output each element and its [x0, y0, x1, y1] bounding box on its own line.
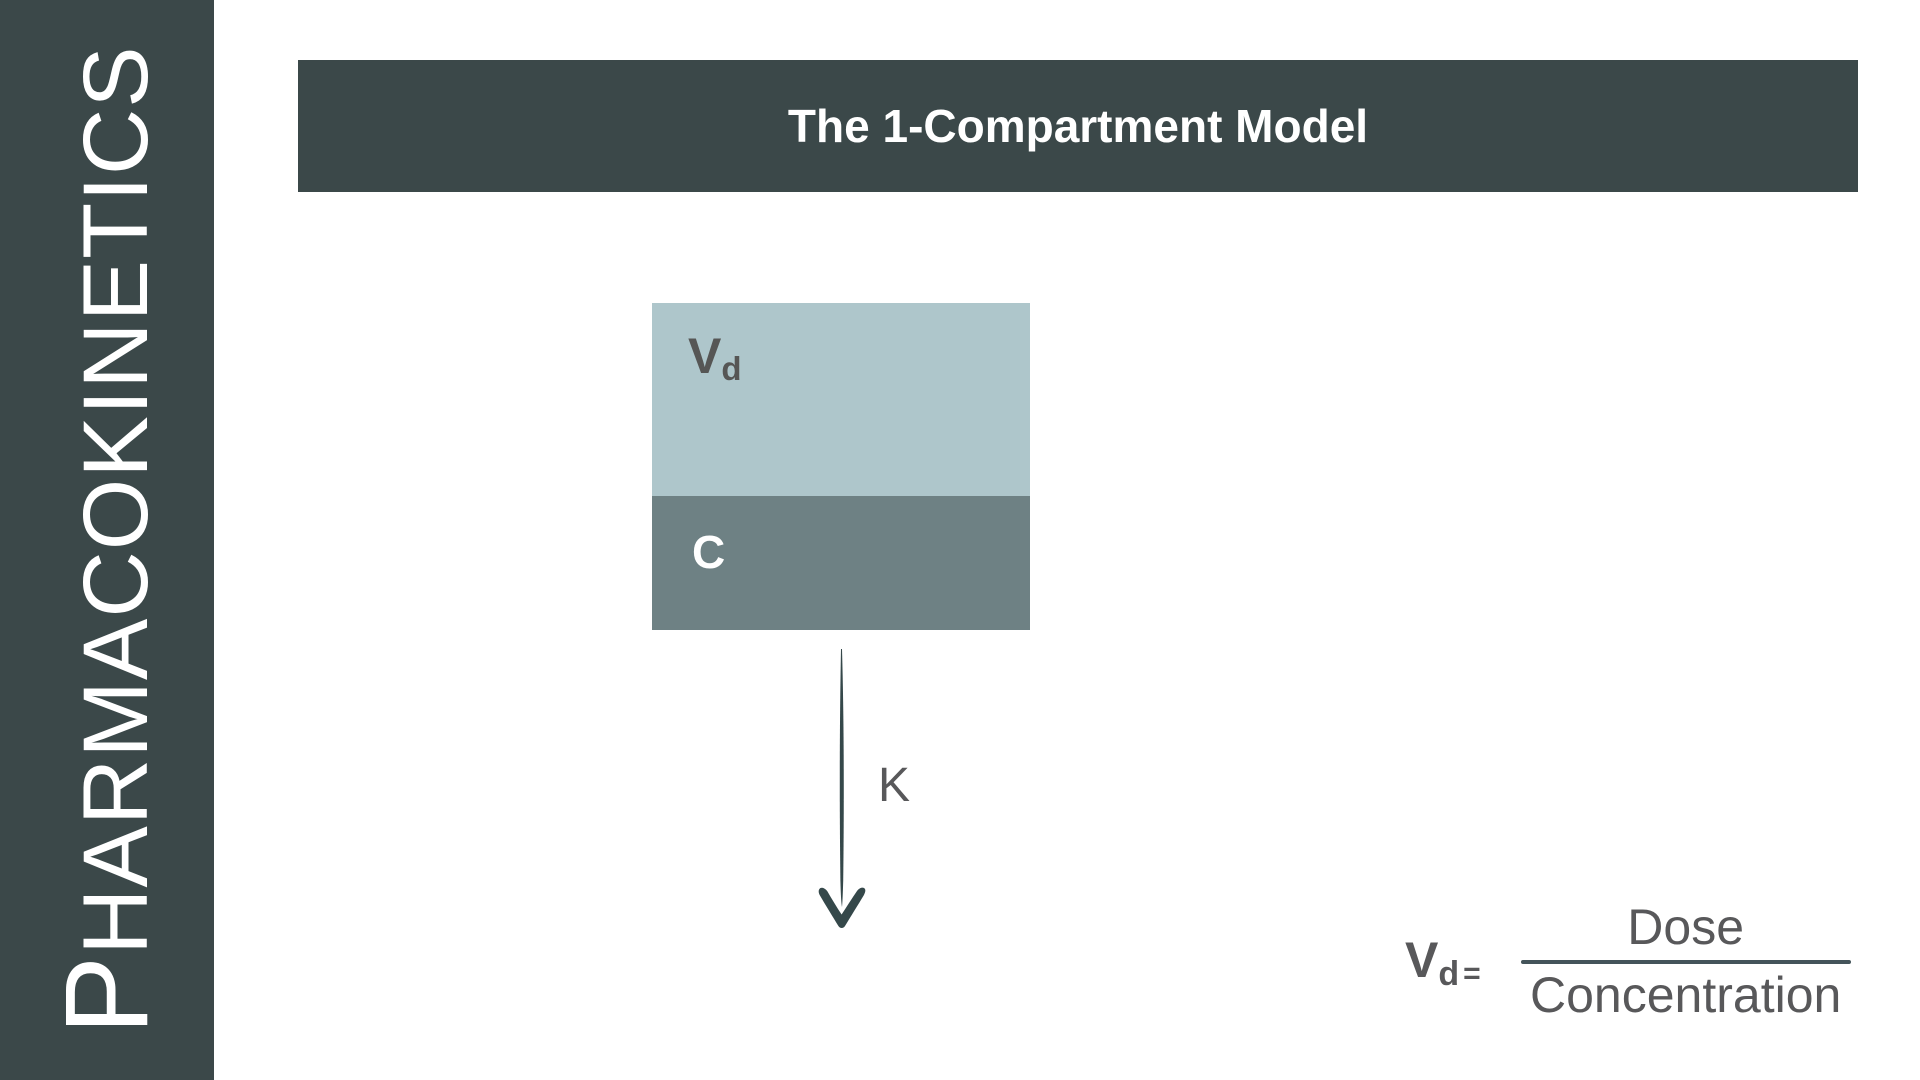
page-title: The 1-Compartment Model: [787, 100, 1369, 152]
elimination-rate-constant-label: K: [878, 759, 911, 812]
sidebar: PHARMACOKINETICS: [0, 0, 214, 1080]
vd-symbol: V: [688, 328, 722, 384]
formula-left-hand-side: Vd=: [1405, 932, 1481, 991]
compartment-volume-section: Vd: [652, 303, 1030, 496]
formula-vd-subscript: d: [1438, 955, 1460, 993]
formula-vd-symbol: V: [1405, 932, 1439, 988]
compartment-diagram: Vd C: [652, 303, 1030, 630]
volume-of-distribution-formula: Vd= Dose Concentration: [1405, 900, 1851, 1022]
formula-denominator: Concentration: [1530, 967, 1842, 1023]
volume-of-distribution-label: Vd: [688, 328, 742, 385]
sidebar-title-remainder: HARMACOKINETICS: [65, 45, 167, 955]
formula-fraction: Dose Concentration: [1520, 899, 1851, 1023]
vd-subscript: d: [721, 350, 742, 387]
sidebar-title-vertical: PHARMACOKINETICS: [41, 45, 173, 1034]
formula-numerator: Dose: [1627, 899, 1745, 955]
elimination-arrow-icon: [800, 645, 920, 945]
title-bar: The 1-Compartment Model: [298, 60, 1858, 192]
concentration-label: C: [692, 526, 726, 578]
formula-equals-sign: =: [1463, 957, 1481, 990]
formula-fraction-bar: [1520, 960, 1851, 964]
compartment-concentration-section: C: [652, 496, 1030, 630]
sidebar-title-first-letter: P: [41, 954, 173, 1035]
